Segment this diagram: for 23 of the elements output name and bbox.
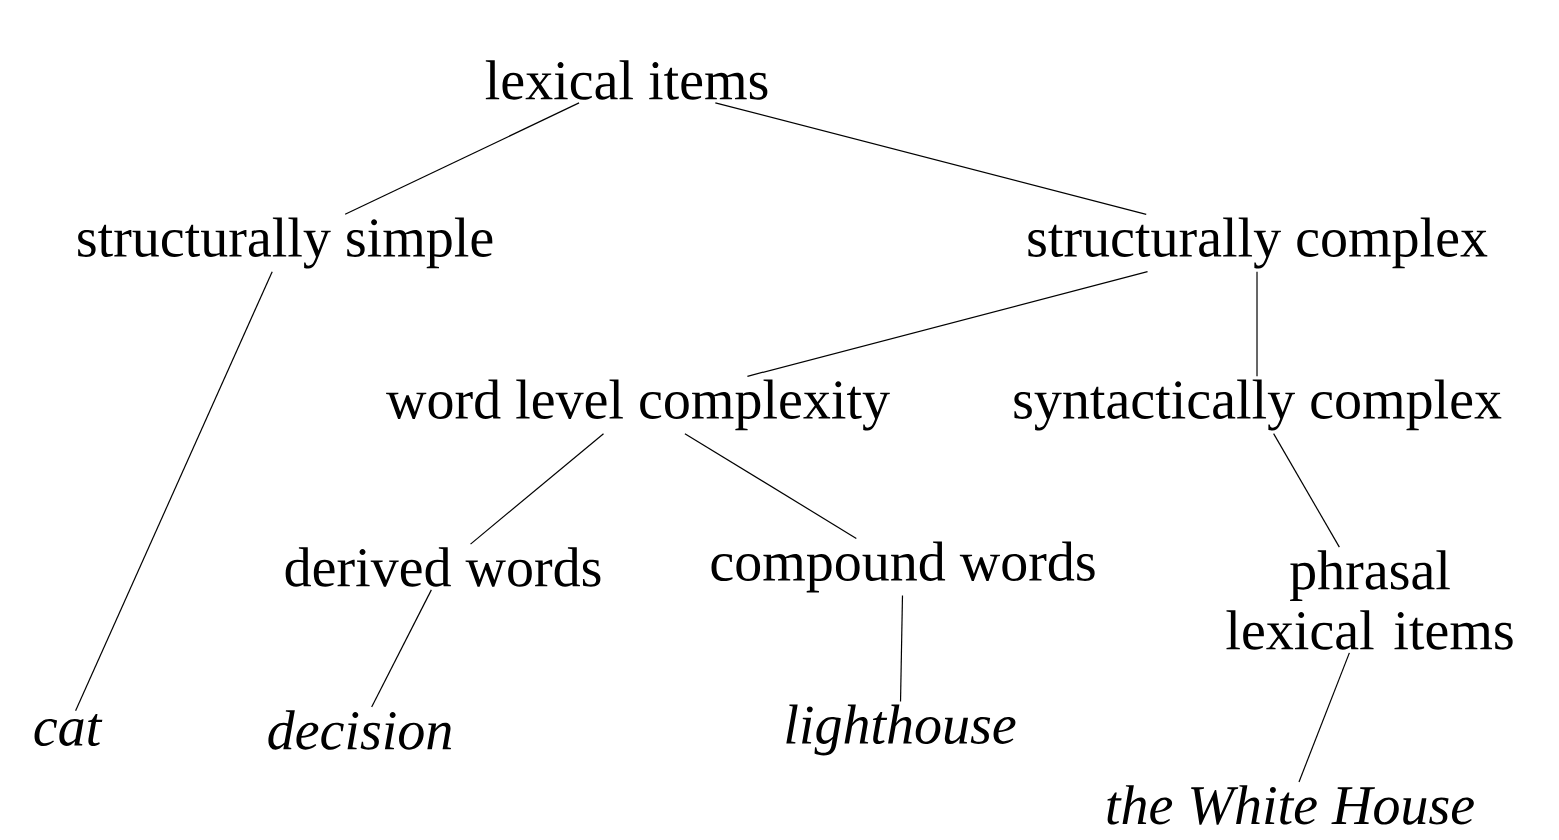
- tree-line: [75, 271, 273, 712]
- tree-line: [371, 589, 432, 708]
- category-label: syntactically complex: [1014, 379, 1502, 431]
- tree-line: [684, 433, 857, 539]
- category-label: compound words: [711, 541, 1095, 593]
- tree-line: [1273, 433, 1340, 548]
- tree-line: [746, 271, 1149, 377]
- leaf-label: lighthouse: [786, 704, 1016, 756]
- category-label: lexical items: [485, 60, 768, 100]
- leaf-label: cat: [34, 713, 103, 747]
- category-label: structurally simple: [78, 217, 493, 269]
- tree-line: [714, 102, 1147, 215]
- tree-line: [1298, 652, 1350, 783]
- leaf-label: the White House: [1107, 785, 1474, 825]
- category-label: word level complexity: [386, 379, 890, 431]
- tree-line: [1256, 271, 1258, 377]
- tree-line: [469, 433, 605, 545]
- category-label: structurally complex: [1028, 217, 1488, 269]
- leaf-label: decision: [268, 710, 451, 750]
- category-label: derived words: [285, 547, 601, 587]
- tree-line: [899, 595, 904, 702]
- category-label: phrasal lexical items: [1226, 550, 1513, 650]
- tree-line: [344, 102, 580, 215]
